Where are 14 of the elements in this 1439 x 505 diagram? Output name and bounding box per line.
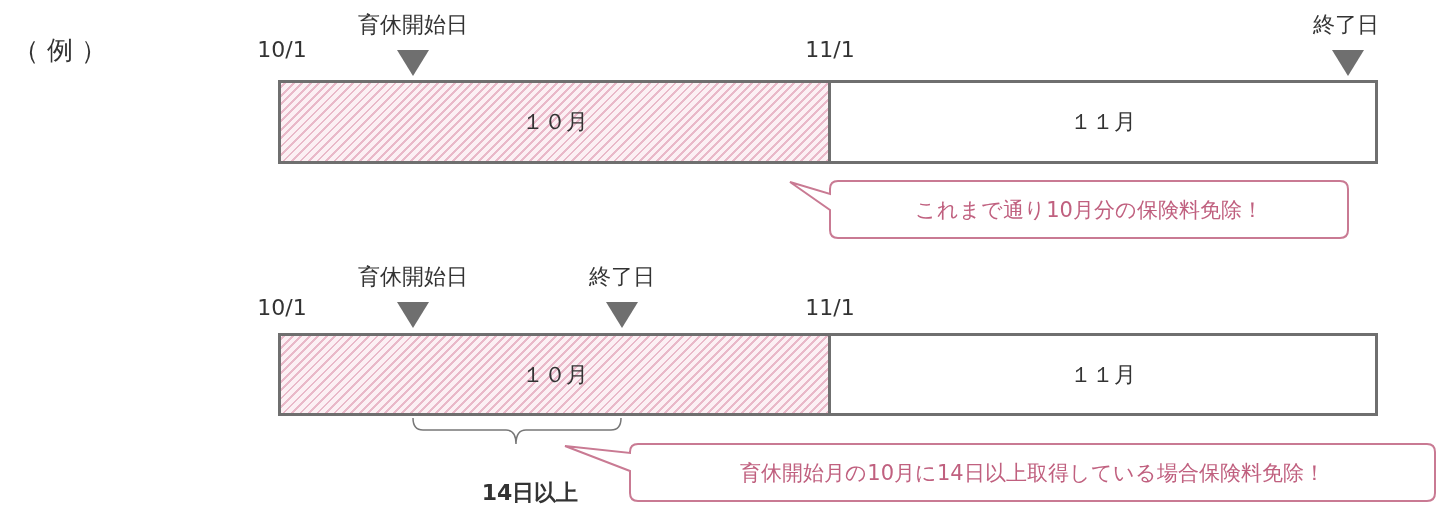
date-label: 終了日 bbox=[1313, 11, 1379, 39]
month-bar: １１月 bbox=[828, 80, 1378, 164]
date-label: 育休開始日 bbox=[358, 263, 468, 291]
date-label: 11/1 bbox=[805, 37, 855, 62]
date-label: 10/1 bbox=[257, 295, 307, 320]
month-bar: １１月 bbox=[828, 333, 1378, 416]
month-bar: １０月 bbox=[278, 333, 831, 416]
month-bar: １０月 bbox=[278, 80, 831, 164]
duration-label: 14日以上 bbox=[481, 479, 579, 505]
date-label: 11/1 bbox=[805, 295, 855, 320]
date-label: 10/1 bbox=[257, 37, 307, 62]
example-label: （ 例 ） bbox=[12, 34, 108, 67]
date-label: 終了日 bbox=[589, 263, 655, 291]
date-label: 育休開始日 bbox=[358, 11, 468, 39]
